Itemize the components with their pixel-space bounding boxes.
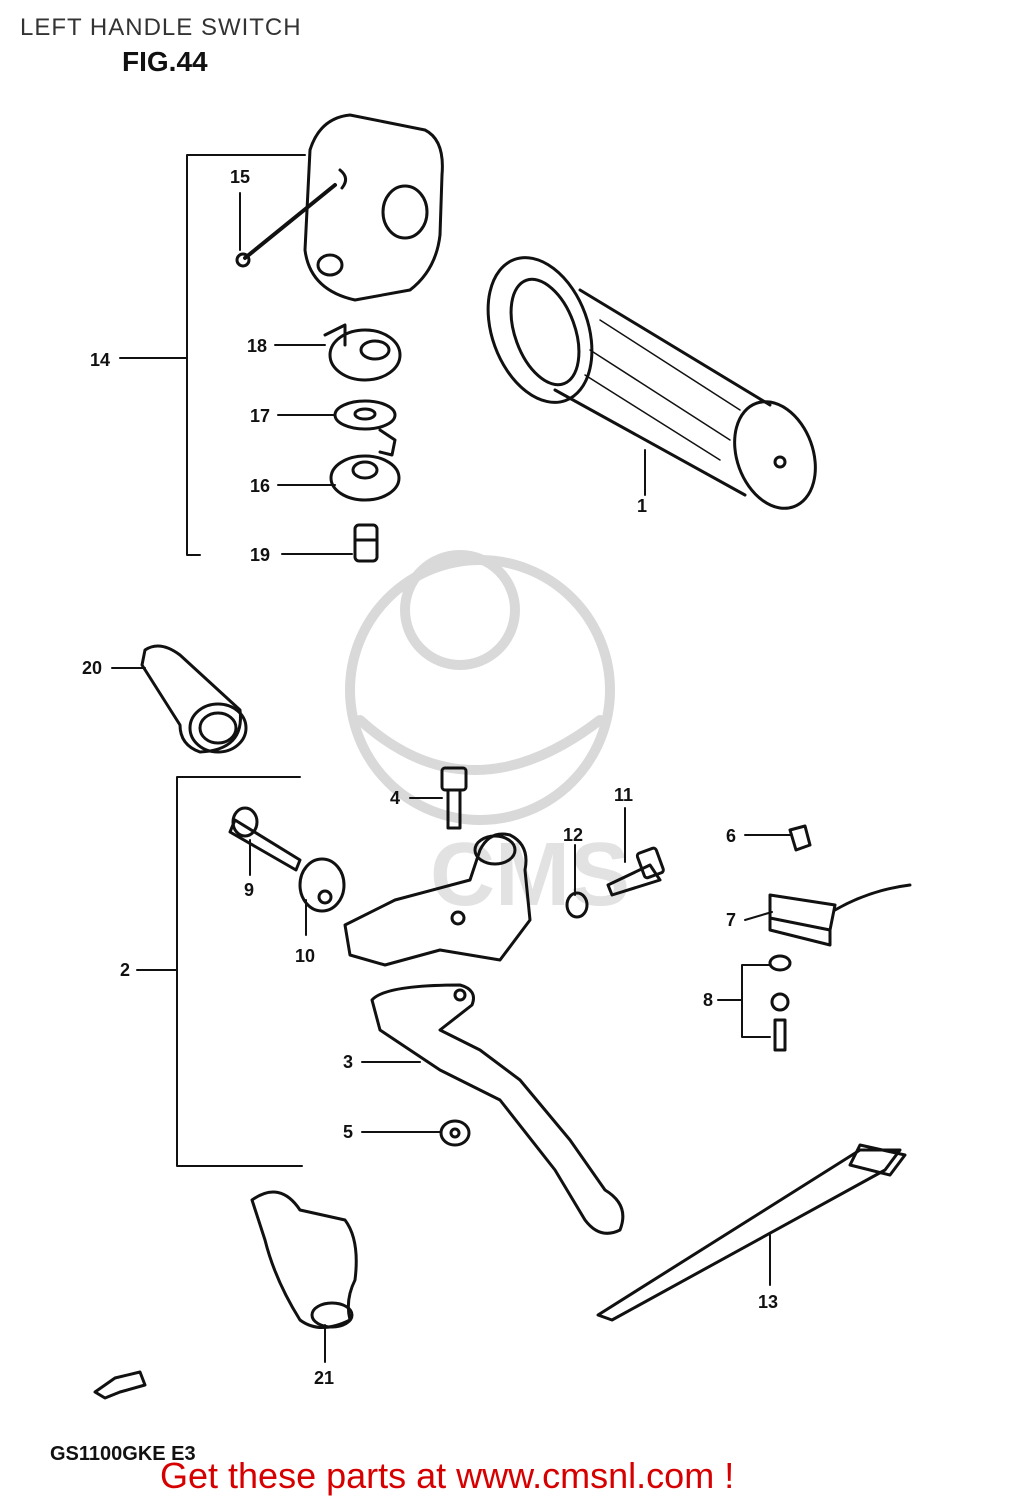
callout-7: 7 (726, 910, 737, 930)
page-title: LEFT HANDLE SWITCH (20, 14, 302, 41)
callout-13: 13 (758, 1292, 779, 1312)
cms-watermark-logo: CMS (345, 550, 630, 925)
callout-1: 1 (637, 496, 648, 516)
callout-21: 21 (314, 1368, 335, 1388)
clutch-lever (370, 983, 625, 1235)
callout-17: 17 (250, 406, 271, 426)
bracket-14 (119, 154, 306, 556)
bracket-8 (717, 964, 771, 1038)
callout-3: 3 (343, 1052, 354, 1072)
callout-15: 15 (230, 167, 251, 187)
lever-boot (250, 1190, 358, 1329)
lever-bracket (343, 832, 532, 967)
lever-nut (439, 1119, 471, 1147)
callout-16: 16 (250, 476, 271, 496)
callout-14: 14 (90, 350, 111, 370)
callout-12: 12 (563, 825, 584, 845)
pivot-bolt (440, 766, 468, 830)
callout-2: 2 (120, 960, 131, 980)
callout-5: 5 (343, 1122, 354, 1142)
handle-grip (486, 256, 817, 510)
cable-tie (596, 1143, 907, 1322)
callout-20: 20 (82, 658, 103, 678)
callout-9: 9 (244, 880, 255, 900)
lever-cap (140, 644, 248, 754)
figure-number: FIG.44 (122, 46, 208, 77)
bracket-bolt-and-washer (565, 846, 665, 919)
adjuster-bolt-and-nut (228, 806, 346, 913)
callout-4: 4 (390, 788, 401, 808)
callout-19: 19 (250, 545, 271, 565)
callout-6: 6 (726, 826, 737, 846)
callout-18: 18 (247, 336, 268, 356)
forward-arrow-icon (93, 1370, 147, 1400)
callout-11: 11 (614, 785, 634, 805)
leader-lines (111, 192, 793, 1363)
model-code: GS1100GKE E3 (50, 1443, 196, 1465)
callout-10: 10 (295, 946, 316, 966)
switch-parts-right (768, 824, 912, 1052)
switch-internal-parts (323, 323, 402, 563)
switch-housing (235, 113, 444, 302)
promo-link[interactable]: Get these parts at www.cmsnl.com ! (160, 1455, 735, 1496)
bracket-2 (136, 776, 303, 1167)
callout-8: 8 (703, 990, 714, 1010)
